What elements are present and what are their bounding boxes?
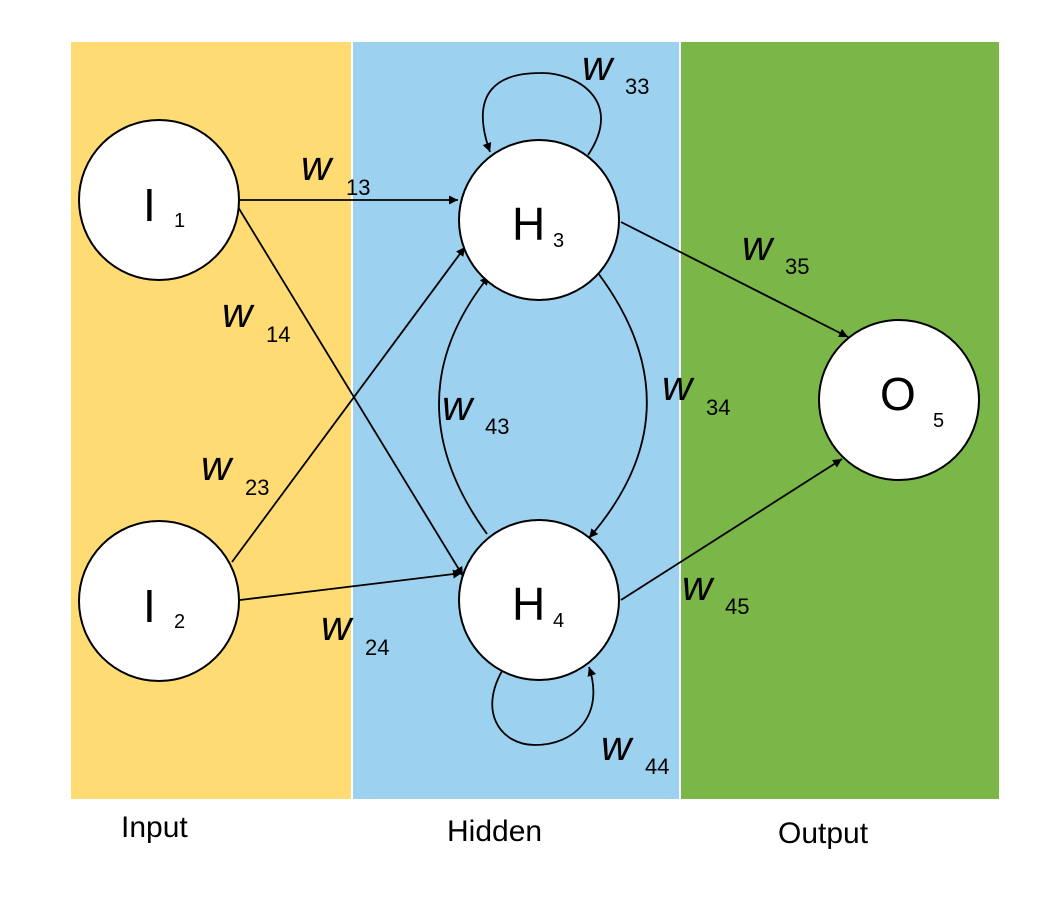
- weight-w23-sub: 23: [245, 475, 269, 500]
- weight-w45-sub: 45: [725, 594, 749, 619]
- weight-w34-symbol: w: [662, 362, 695, 409]
- node-o5-index: 5: [933, 410, 944, 432]
- weight-w14-sub: 14: [266, 322, 290, 347]
- weight-w35-symbol: w: [742, 222, 775, 269]
- edge-w45: [620, 458, 843, 601]
- weight-w23-symbol: w: [201, 442, 234, 489]
- edge-w33: [482, 72, 602, 156]
- weight-w33-symbol: w: [582, 42, 615, 89]
- node-h4-index: 4: [553, 610, 564, 632]
- edge-w14: [237, 206, 464, 577]
- node-i1: [78, 119, 240, 281]
- weight-w44-symbol: w: [601, 722, 634, 769]
- node-h3-letter: H: [512, 198, 545, 250]
- node-i1-letter: I: [143, 179, 156, 231]
- edge-w44: [491, 662, 597, 746]
- weight-w24-symbol: w: [321, 602, 354, 649]
- weight-w13-sub: 13: [346, 175, 370, 200]
- weight-w35-sub: 35: [785, 254, 809, 279]
- edge-w35: [620, 221, 849, 338]
- edge-w34: [588, 272, 648, 539]
- weight-w24-sub: 24: [365, 635, 389, 660]
- node-h4-letter: H: [512, 578, 545, 630]
- weight-w33-sub: 33: [625, 74, 649, 99]
- node-i2-letter: I: [143, 580, 156, 632]
- node-h3-index: 3: [553, 230, 564, 252]
- weight-w43-sub: 43: [485, 414, 509, 439]
- weight-w43-symbol: w: [442, 382, 475, 429]
- node-h3: [458, 139, 620, 301]
- weight-w13-symbol: w: [301, 142, 334, 189]
- node-i2-index: 2: [174, 611, 185, 633]
- weight-w14-symbol: w: [222, 289, 255, 336]
- weight-w45-symbol: w: [682, 562, 715, 609]
- edge-w24: [239, 569, 463, 601]
- region-label-output: Output: [778, 817, 869, 850]
- node-o5: [818, 319, 980, 481]
- edge-w23: [231, 246, 466, 563]
- node-h4: [458, 519, 620, 681]
- weight-w34-sub: 34: [706, 395, 730, 420]
- region-label-input: Input: [121, 811, 188, 844]
- node-o5-letter: O: [880, 368, 916, 420]
- node-i2: [78, 520, 240, 682]
- weight-w44-sub: 44: [645, 754, 669, 779]
- node-i1-index: 1: [174, 210, 185, 232]
- region-label-hidden: Hidden: [447, 815, 542, 848]
- edge-w43: [438, 275, 490, 535]
